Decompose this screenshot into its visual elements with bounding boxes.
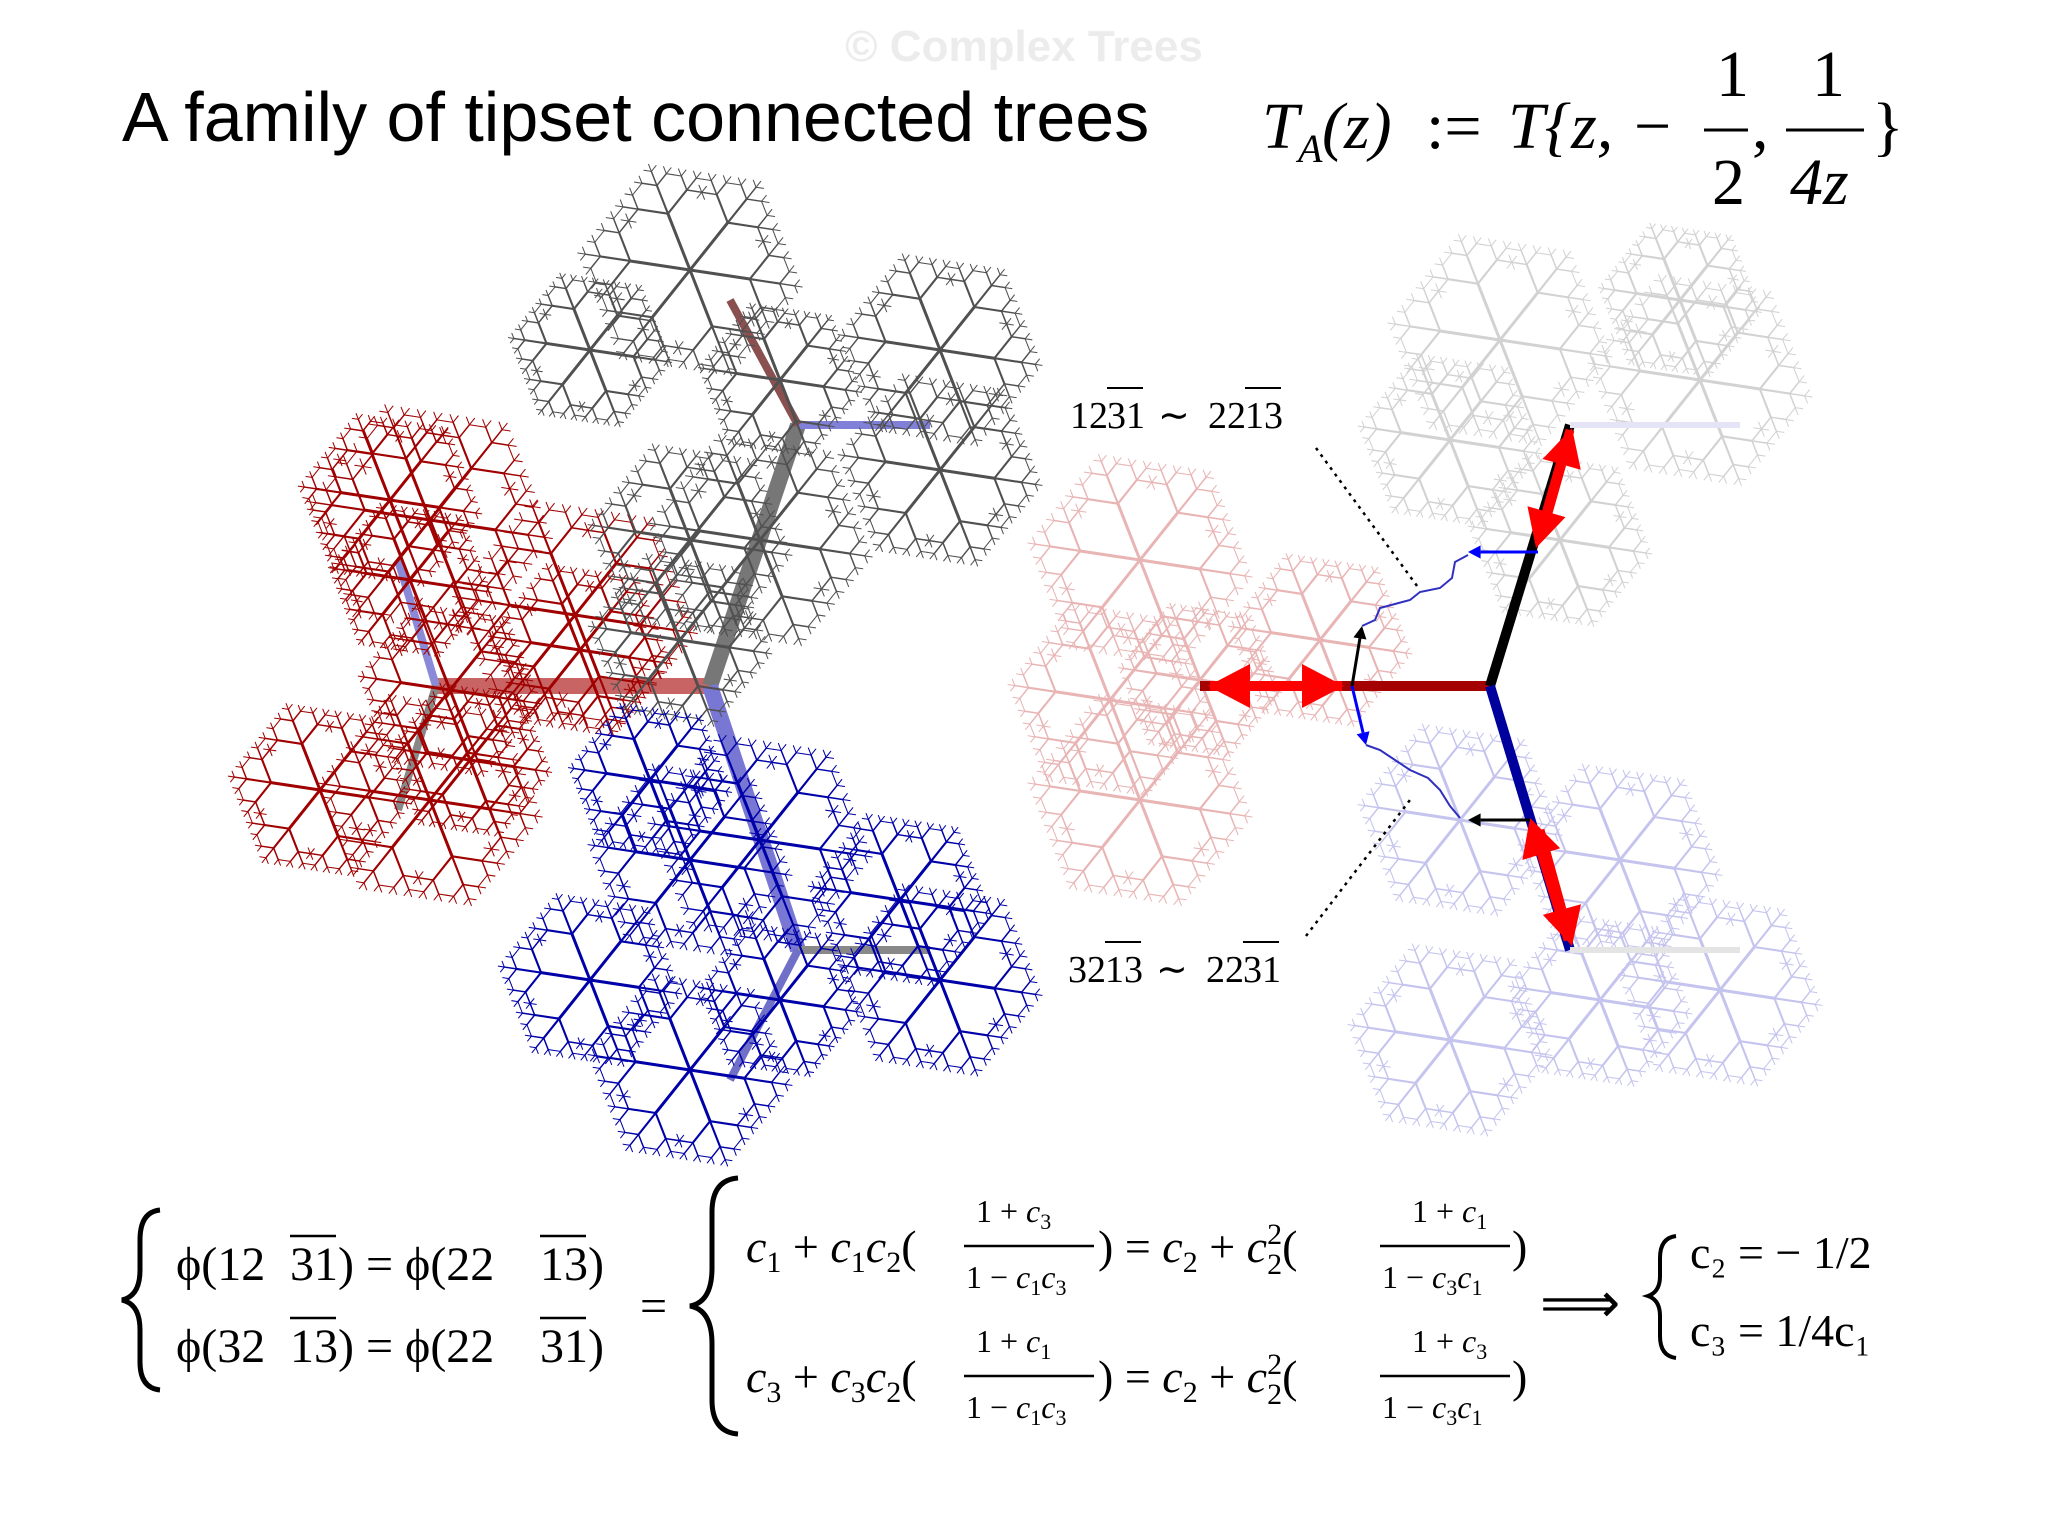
watermark: © Complex Trees bbox=[845, 22, 1203, 71]
faded-gray-branch bbox=[1357, 353, 1543, 527]
page-title: A family of tipset connected trees bbox=[122, 78, 1150, 156]
blue-tree-branch bbox=[807, 813, 993, 987]
red-tree-branch bbox=[227, 703, 413, 877]
frac2-den: 4z bbox=[1790, 146, 1849, 219]
formula-assign: := bbox=[1426, 90, 1482, 163]
red-tree-branch bbox=[487, 563, 673, 737]
faded-blue-branch bbox=[1347, 943, 1553, 1137]
blue-arrow bbox=[1350, 685, 1370, 745]
faded-gray-branch bbox=[1587, 273, 1813, 487]
leader-line-bottom bbox=[1305, 799, 1411, 937]
red-tree-branch bbox=[327, 502, 493, 658]
label-bottom-sim: ∼ bbox=[1156, 949, 1188, 991]
gray-tree-branch bbox=[837, 373, 1043, 567]
red-tree-branch bbox=[317, 693, 543, 907]
result-2: c₃ = 1/4c₁ bbox=[1690, 1305, 1871, 1356]
implies-arrow: ⟹ bbox=[1540, 1273, 1620, 1335]
red-arrow bbox=[1210, 664, 1344, 708]
fractal-figures: 12 31 ∼ 22 13 32 13 ∼ 22 31 bbox=[227, 163, 1823, 1167]
result-1: c₂ = − 1/2 bbox=[1690, 1227, 1872, 1278]
gray-tree-branch bbox=[577, 163, 803, 377]
leader-line-top bbox=[1314, 447, 1422, 591]
label-top-a-bar: 31 bbox=[1107, 395, 1145, 437]
red-tree-branch bbox=[387, 682, 553, 838]
formula-close: } bbox=[1872, 90, 1904, 163]
formula-lhs-arg: (z) bbox=[1322, 90, 1392, 163]
gray-tree-branch bbox=[587, 553, 773, 727]
eq-sign: = bbox=[640, 1280, 667, 1333]
red-arrow bbox=[1527, 428, 1575, 548]
gray-tree-branch bbox=[507, 272, 673, 428]
label-top-b: 22 bbox=[1208, 395, 1246, 437]
label-top: 12 31 ∼ 22 13 bbox=[1070, 387, 1283, 437]
faded-blue-branch bbox=[1617, 893, 1823, 1087]
left-eq-2-b-bar: 31 bbox=[540, 1320, 588, 1373]
label-top-b-bar: 13 bbox=[1245, 395, 1283, 437]
frac1-den: 2 bbox=[1712, 146, 1745, 219]
faded-gray-branch bbox=[1597, 222, 1763, 378]
left-eq-1-mid: ) = ϕ(22 bbox=[338, 1238, 494, 1291]
left-eq-2-end: ) bbox=[588, 1320, 604, 1373]
blue-tree-branch bbox=[497, 893, 683, 1067]
left-eq-2-a: ϕ(32 bbox=[176, 1320, 265, 1373]
gray-tree-branch bbox=[697, 302, 863, 458]
left-eq-1-end: ) bbox=[588, 1238, 604, 1291]
label-bottom-a: 32 bbox=[1068, 949, 1106, 991]
red-arrow bbox=[1522, 818, 1573, 942]
formula-lhs: T bbox=[1262, 90, 1303, 163]
system-brace bbox=[689, 1175, 739, 1437]
label-bottom-b: 22 bbox=[1206, 949, 1244, 991]
blue-arrow bbox=[1468, 545, 1538, 559]
blue-tree-branch bbox=[567, 702, 733, 858]
frac2-num: 1 bbox=[1812, 38, 1845, 111]
label-bottom: 32 13 ∼ 22 31 bbox=[1068, 941, 1281, 991]
left-eq-2-mid: ) = ϕ(22 bbox=[338, 1320, 494, 1373]
formula-lhs-sub: A bbox=[1295, 126, 1323, 171]
label-top-sim: ∼ bbox=[1158, 395, 1190, 437]
faded-blue-branch bbox=[1517, 763, 1723, 957]
right-figure-annotations bbox=[1208, 428, 1582, 946]
black-arrow bbox=[1468, 813, 1530, 827]
result-brace bbox=[1641, 1234, 1677, 1360]
label-bottom-a-bar: 13 bbox=[1105, 949, 1143, 991]
gray-tree-branch bbox=[587, 443, 793, 637]
blue-tree-branch bbox=[587, 973, 793, 1167]
gray-main-branch bbox=[702, 422, 806, 689]
left-eq-1-a: ϕ(12 bbox=[176, 1238, 265, 1291]
formula-comma: , bbox=[1752, 90, 1769, 163]
frac1-num: 1 bbox=[1716, 38, 1749, 111]
blue-tree-branch bbox=[587, 763, 793, 957]
left-eq-1-a-bar: 31 bbox=[290, 1238, 338, 1291]
left-tree-figure bbox=[227, 163, 1043, 1167]
left-eq-1-b-bar: 13 bbox=[540, 1238, 588, 1291]
black-arrow bbox=[1350, 626, 1367, 687]
formula-rhs-head: T{z, − bbox=[1508, 90, 1674, 163]
left-brace bbox=[121, 1207, 161, 1393]
blue-tree-branch bbox=[837, 883, 1043, 1077]
label-bottom-b-bar: 31 bbox=[1243, 949, 1281, 991]
faded-gray-branch bbox=[1387, 233, 1613, 447]
red-tree-branch bbox=[297, 413, 483, 587]
gray-tree-branch bbox=[837, 253, 1043, 447]
title-formula: T A (z) := T{z, − 1 2 , 1 4z } bbox=[1262, 38, 1904, 219]
left-eq-2-a-bar: 13 bbox=[290, 1320, 338, 1373]
blue-tree-branch bbox=[697, 922, 863, 1078]
faded-red-branch bbox=[1027, 453, 1253, 667]
right-tree-figure bbox=[1007, 222, 1823, 1137]
faded-red-branch bbox=[1027, 693, 1253, 907]
label-top-a: 12 bbox=[1070, 395, 1108, 437]
faded-red-branch bbox=[1117, 602, 1283, 758]
